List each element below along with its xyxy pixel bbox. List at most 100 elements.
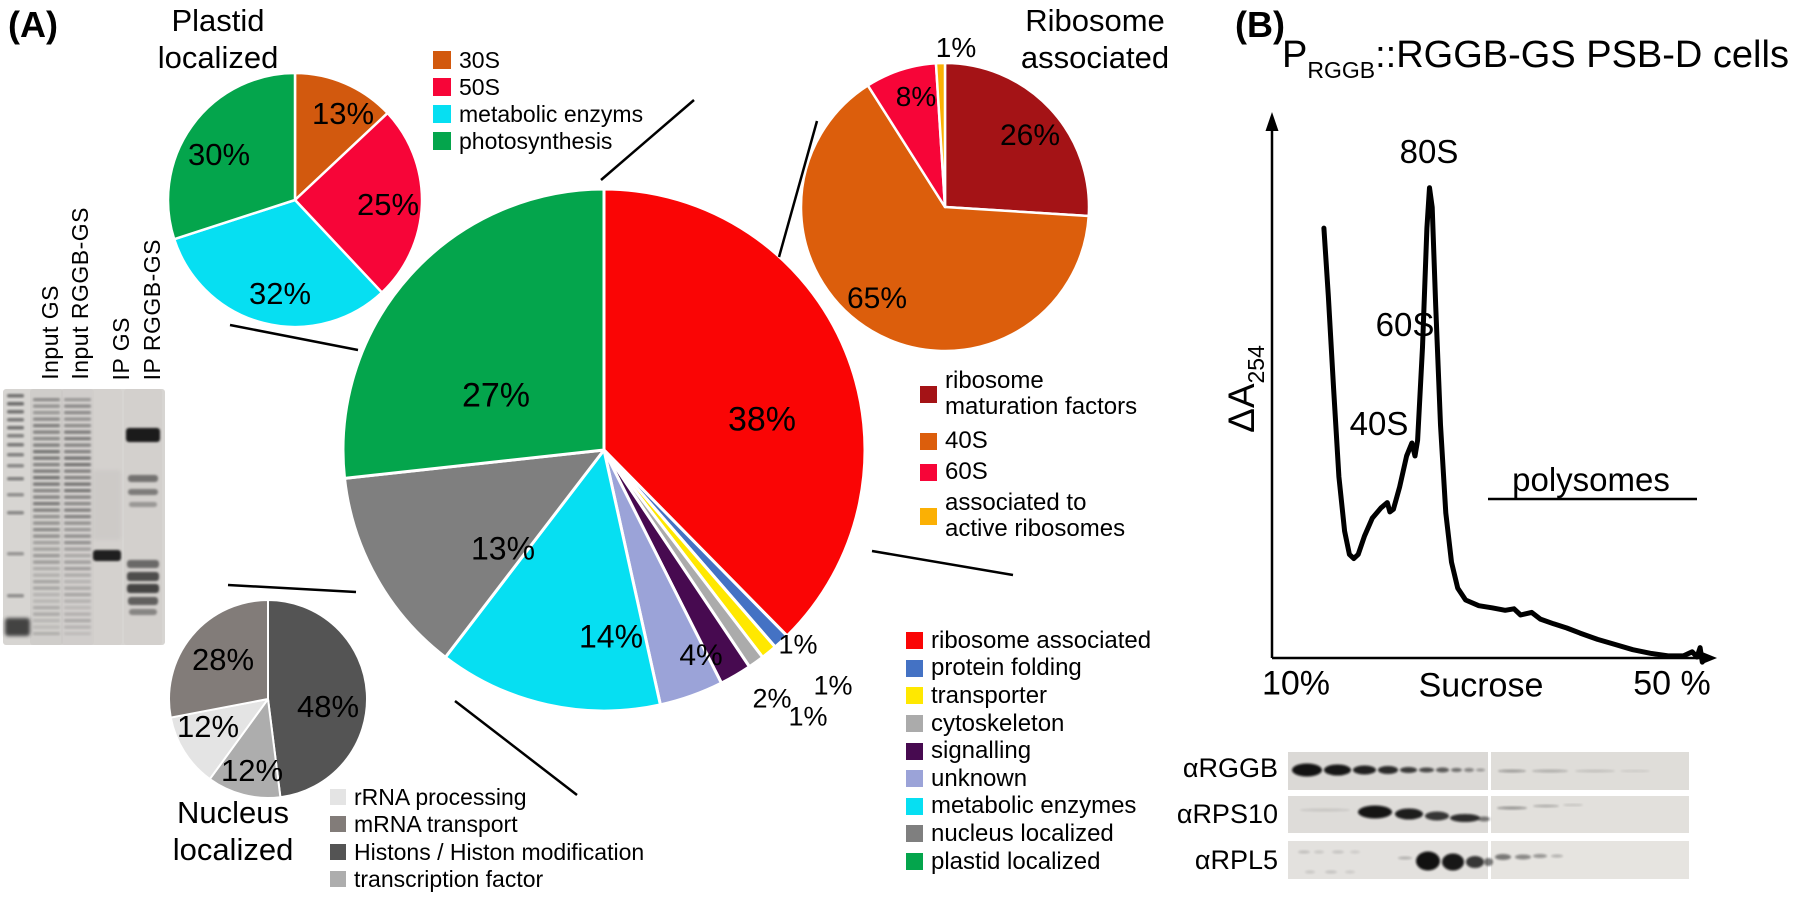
callout-nucleus-line	[227, 583, 357, 594]
blot-label-rps10: αRPS10	[1176, 799, 1278, 829]
main-pie-slice	[343, 448, 606, 659]
main-slice-label-plastid: 27%	[461, 376, 531, 415]
peak-label-60s: 60S	[1375, 306, 1435, 343]
profile-title: PRGGB::RGGB-GS PSB-D cells	[1282, 34, 1789, 83]
legend-label: protein folding	[931, 654, 1082, 682]
legend-swatch	[906, 632, 923, 650]
legend-item: transporter	[906, 682, 1151, 710]
nucleus-pie-title-line1: Nucleus	[177, 795, 289, 830]
legend-item: ribosome maturation factors	[920, 368, 1160, 420]
nucleus-pie-slice	[267, 599, 368, 799]
legend-item: rRNA processing	[330, 783, 644, 811]
blot-label-rggb: αRGGB	[1182, 753, 1278, 783]
legend-item: mRNA transport	[330, 811, 644, 839]
gel-lane-label-input-rggb-gs: Input RGGB-GS	[67, 207, 93, 380]
plastid-pie-slice	[166, 71, 297, 241]
legend-swatch	[906, 770, 923, 788]
legend-swatch	[906, 687, 923, 705]
nucleus-slice-label-mrna: 28%	[191, 642, 255, 677]
legend-swatch	[433, 77, 451, 96]
legend-label: cytoskeleton	[931, 709, 1065, 737]
legend-swatch	[906, 742, 923, 760]
callout-main-legend-line	[871, 549, 1014, 577]
legend-label: associated to active ribosomes	[945, 489, 1126, 542]
y-axis-label: ΔA254	[1221, 345, 1269, 433]
legend-swatch	[906, 853, 923, 871]
callout-ribosome-line-right	[777, 120, 819, 258]
main-pie-slice	[341, 187, 606, 480]
ribosome-pie-title-line1: Ribosome	[1025, 3, 1165, 38]
main-slice-label-cytoskeleton: 1%	[788, 701, 828, 732]
coomassie-gel-image	[3, 389, 165, 645]
nucleus-pie	[168, 599, 368, 799]
legend-label: photosynthesis	[459, 127, 613, 154]
legend-item: 50S	[433, 73, 643, 100]
legend-item: metabolic enzyms	[433, 100, 643, 127]
nucleus-pie-slice	[168, 599, 269, 719]
legend-item: metabolic enzymes	[906, 793, 1151, 821]
legend-swatch	[330, 871, 346, 888]
x-tick-10pct: 10%	[1261, 664, 1331, 703]
legend-swatch	[920, 507, 937, 525]
ribosome-legend: ribosome maturation factors 40S 60S asso…	[920, 368, 1160, 542]
nucleus-slice-label-tf: 12%	[220, 753, 284, 788]
legend-swatch	[906, 825, 923, 843]
legend-label: nucleus localized	[931, 819, 1114, 847]
legend-item: associated to active ribosomes	[920, 490, 1160, 542]
ribosome-slice-label-60s: 8%	[895, 81, 937, 112]
nucleus-legend: rRNA processing mRNA transport Histons /…	[330, 783, 644, 893]
legend-item: transcription factor	[330, 866, 644, 894]
ribosome-pie-slice	[799, 84, 1090, 353]
legend-item: ribosome associated	[906, 627, 1151, 655]
ribosome-slice-label-40s: 65%	[846, 282, 908, 315]
ribosome-pie-slice	[943, 61, 1091, 218]
ribosome-pie-title: Ribosome associated	[985, 2, 1205, 76]
legend-label: metabolic enzyms	[459, 100, 644, 127]
gel-lane-label-ip-gs: IP GS	[108, 316, 134, 380]
legend-label: metabolic enzymes	[931, 792, 1137, 820]
main-slice-label-folding: 1%	[778, 629, 818, 660]
plastid-legend: 30S 50S metabolic enzyms photosynthesis	[433, 46, 643, 154]
legend-item: Histons / Histon modification	[330, 838, 644, 866]
gel-lane-label-input-gs: Input GS	[37, 285, 63, 380]
legend-item: protein folding	[906, 655, 1151, 683]
nucleus-pie-title: Nucleus localized	[148, 794, 318, 868]
legend-label: ribosome maturation factors	[945, 367, 1138, 420]
legend-swatch	[920, 463, 937, 481]
nucleus-pie-slice	[169, 698, 269, 781]
legend-item: signalling	[906, 737, 1151, 765]
main-pie-slice	[443, 448, 662, 713]
plastid-pie-slice	[293, 111, 424, 294]
main-slice-label-nucleus: 13%	[470, 530, 536, 567]
legend-label: 30S	[459, 46, 500, 73]
profile-title-suffix: ::RGGB-GS PSB-D cells	[1375, 34, 1789, 76]
peak-label-40s: 40S	[1349, 405, 1409, 442]
legend-swatch	[906, 715, 923, 733]
legend-item: plastid localized	[906, 848, 1151, 876]
legend-swatch	[330, 788, 346, 805]
legend-label: unknown	[931, 764, 1028, 792]
main-slice-label-unknown: 4%	[679, 639, 723, 672]
ribosome-slice-label-active: 1%	[935, 32, 977, 63]
legend-item: 60S	[920, 459, 1160, 485]
legend-swatch	[433, 131, 451, 150]
plastid-slice-label-photo: 30%	[187, 137, 251, 172]
panel-b-label: (B)	[1235, 4, 1285, 45]
plastid-pie-title-line1: Plastid	[171, 3, 265, 38]
plastid-pie-slice	[293, 71, 389, 202]
legend-item: photosynthesis	[433, 127, 643, 154]
nucleus-pie-slice	[208, 698, 282, 799]
legend-label: 60S	[945, 458, 988, 485]
legend-label: mRNA transport	[354, 811, 518, 838]
legend-item: nucleus localized	[906, 820, 1151, 848]
legend-swatch	[330, 843, 346, 860]
absorbance-curve	[1321, 185, 1705, 665]
plastid-pie-title: Plastid localized	[118, 2, 318, 76]
main-pie	[341, 187, 867, 713]
x-tick-50pct: 50 %	[1633, 664, 1711, 703]
legend-label: plastid localized	[931, 847, 1101, 875]
main-slice-label-metabolic: 14%	[578, 618, 644, 655]
western-blot-strips	[1288, 752, 1689, 879]
